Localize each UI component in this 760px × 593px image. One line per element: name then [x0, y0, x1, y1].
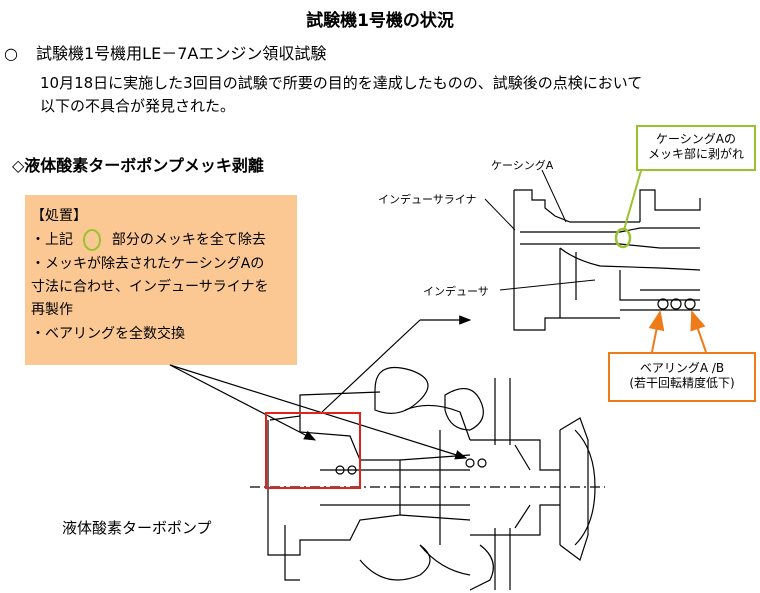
inducer-detail-drawing: [513, 189, 701, 331]
action-item-1-prefix: ・上記: [31, 232, 73, 248]
green-ellipse-icon: [83, 229, 102, 251]
bearing-callout-arrows: [648, 310, 707, 353]
action-item-1-suffix: 部分のメッキを全て除去: [111, 232, 266, 248]
heading-text: 試験機1号機用LE－7Aエンジン領収試験: [36, 44, 327, 63]
label-casing-a: ケーシングA: [491, 159, 554, 172]
turbopump-label: 液体酸素ターボポンプ: [62, 519, 212, 537]
label-inducer: インデューサ: [423, 285, 489, 298]
test-heading: ○ 試験機1号機用LE－7Aエンジン領収試験: [4, 40, 326, 64]
turbopump-drawing: [250, 366, 605, 591]
label-inducer-liner: インデューサライナ: [378, 193, 477, 206]
plating-damage-marker: [614, 227, 632, 249]
callout-bearing-line-2: (若干回転精度低下): [629, 376, 735, 390]
casing-damage-callout: ケーシングAの メッキ部に剥がれ: [636, 125, 756, 171]
paragraph-line-1: 10月18日に実施した3回目の試験で所要の目的を達成したものの、試験後の点検にお…: [40, 74, 643, 92]
bearing-callout: ベアリングA /B (若干回転精度低下): [608, 352, 756, 402]
page-title: 試験機1号機の状況: [306, 11, 454, 31]
casing-callout-line: [623, 166, 643, 231]
action-item-2-line-1: ・メッキが除去されたケーシングAの: [31, 256, 265, 272]
callout-casing-line-1: ケーシングAの: [656, 132, 736, 146]
callout-bearing-line-1: ベアリングA /B: [639, 361, 725, 375]
action-item-3: ・ベアリングを全数交換: [31, 326, 185, 342]
circle-bullet: ○: [4, 44, 18, 63]
detail-leaders: [484, 169, 596, 291]
action-header: 【処置】: [31, 208, 87, 224]
action-item-1: ・上記 部分のメッキを全て除去: [31, 229, 266, 251]
callout-casing-line-2: メッキ部に剥がれ: [647, 147, 744, 161]
paragraph-line-2: 以下の不具合が発見された。: [40, 97, 236, 115]
action-item-2-line-3: 再製作: [31, 302, 73, 318]
pointer-arrows: [169, 315, 472, 460]
inspection-region-box: [265, 412, 361, 489]
section-title: ◇液体酸素ターボポンプメッキ剥離: [12, 156, 264, 175]
action-item-2-line-2: 寸法に合わせ、インデューサライナを: [31, 279, 269, 295]
action-box: 【処置】 ・上記 部分のメッキを全て除去 ・メッキが除去されたケーシングAの 寸…: [25, 195, 297, 365]
summary-paragraph: 10月18日に実施した3回目の試験で所要の目的を達成したものの、試験後の点検にお…: [40, 72, 642, 118]
